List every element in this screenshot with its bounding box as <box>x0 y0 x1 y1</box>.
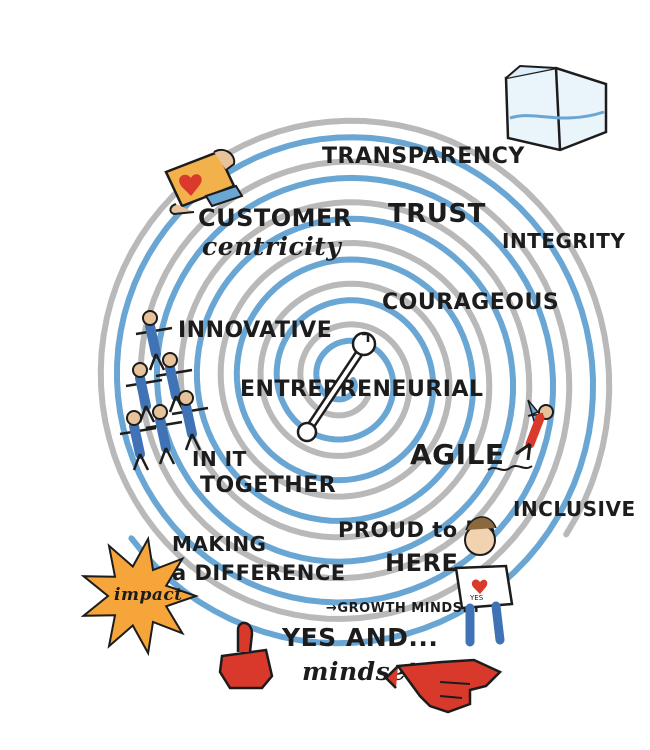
open-box-icon <box>504 64 608 152</box>
word-together: TOGETHER <box>200 473 336 498</box>
pyramid-figure <box>135 310 173 371</box>
word-entrepreneurial: ENTREPRENEURIAL <box>240 377 483 402</box>
person-icon: YES <box>454 516 514 647</box>
pyramid-figure <box>171 390 209 451</box>
shirt-text: YES <box>469 594 484 602</box>
word-a-difference: a DIFFERENCE <box>172 561 346 585</box>
pyramid-figure <box>125 362 163 423</box>
impact-label: impact <box>114 585 183 605</box>
word-customer: CUSTOMER <box>198 204 352 232</box>
word-courageous: COURAGEOUS <box>382 290 559 315</box>
pointing-hand-icon <box>384 658 503 714</box>
running-person-icon <box>487 399 554 471</box>
heart-box-icon <box>164 148 244 216</box>
team-pyramid-icon <box>119 310 209 471</box>
word-trust: TRUST <box>388 199 486 229</box>
pyramid-figure <box>155 352 193 413</box>
spiral <box>97 117 613 647</box>
starburst-icon: impact <box>80 535 200 657</box>
word-transparency: TRANSPARENCY <box>322 144 525 169</box>
word-in-it: IN IT <box>192 447 247 471</box>
word-innovative: INNOVATIVE <box>178 318 332 343</box>
pyramid-figure <box>119 410 157 471</box>
pyramid-figure <box>145 404 183 465</box>
word-here: HERE <box>385 549 458 577</box>
spiral-blue-line <box>113 134 597 647</box>
word-agile: AGILE <box>410 438 505 471</box>
word-making: MAKING <box>172 532 266 556</box>
word-yes-and: YES AND... <box>281 623 438 652</box>
wrench-icon <box>296 331 377 443</box>
word-growth-mindset: →GROWTH MINDSET <box>326 601 481 616</box>
word-mindset: mindset <box>302 657 419 686</box>
spiral-gray-line <box>97 117 613 622</box>
word-integrity: INTEGRITY <box>502 229 625 253</box>
word-inclusive: INCLUSIVE <box>513 497 636 521</box>
word-centricity: centricity <box>202 232 342 261</box>
thumbs-up-icon <box>218 621 274 690</box>
